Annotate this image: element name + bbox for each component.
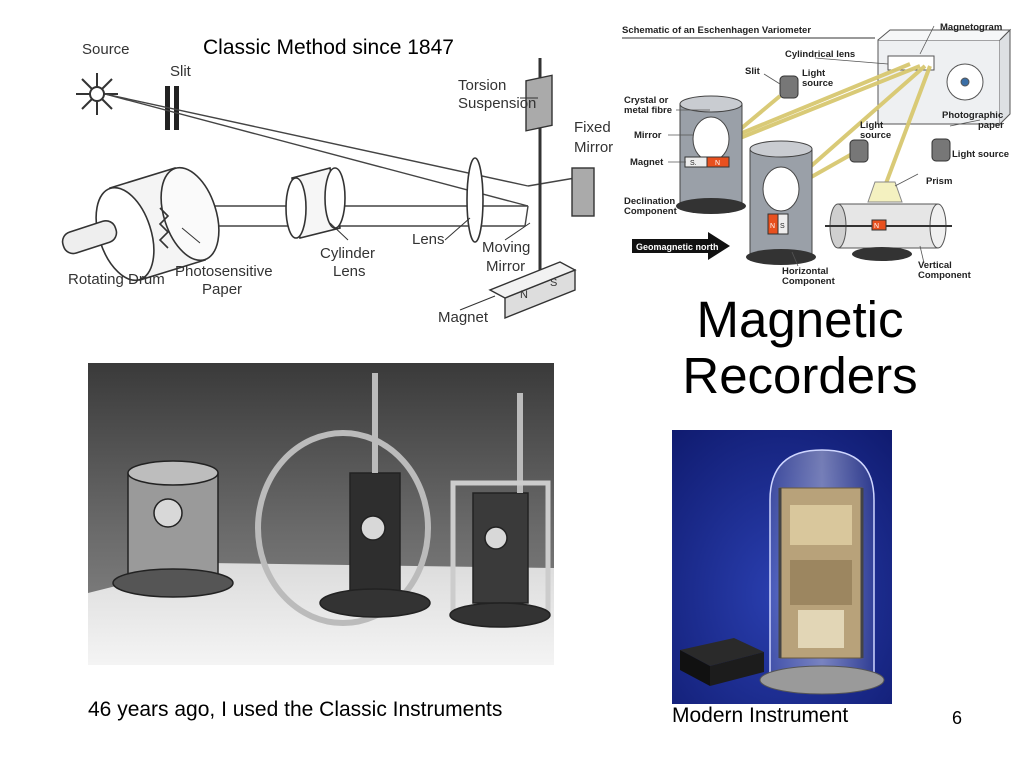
sensor-mechanism [778,487,864,659]
label-light-source-1b: source [802,78,833,89]
declination-magnet-s: S. [690,160,697,167]
geomagnetic-north-arrow: Geomagnetic north [632,232,730,260]
horizontal-magnet-n: N [770,223,775,230]
label-declination-1: Declination [624,196,675,207]
moving-mirror [525,74,553,132]
fixed-mirror [571,167,595,217]
label-cyl-2: Lens [333,263,366,280]
label-moving-2: Mirror [486,258,525,275]
cylinder-lens [285,167,346,239]
label-horizontal-2: Component [782,276,836,287]
label-drum: Rotating Drum [68,271,165,288]
label-declination-2: Component [624,206,678,217]
label-lens: Lens [412,231,445,248]
classic-instrument-2 [255,373,431,626]
label-horizontal-1: Horizontal [782,266,828,277]
electronics-box [680,638,764,686]
slide-title: Magnetic Recorders [650,292,950,404]
page-number: 6 [952,708,963,728]
label-fixed-2: Mirror [574,139,613,156]
label-magnet: Magnet [438,309,489,326]
label-photographic-1: Photographic [942,110,1003,121]
label-moving-1: Moving [482,239,530,256]
declination-component: S. N [676,95,746,214]
caption-classic-method: Classic Method since 1847 [203,36,454,59]
geo-north-label: Geomagnetic north [636,242,719,252]
horizontal-magnet-s: S [780,223,785,230]
rotating-drum [61,166,220,282]
magnet-letter-n: N [520,289,528,301]
modern-instrument-photo [672,430,892,704]
instrument-base [759,665,885,695]
label-torsion-1: Torsion [458,77,506,94]
caption-modern-instrument: Modern Instrument [672,704,849,727]
light-beams [104,93,576,227]
label-light-source-1a: Light [802,68,826,79]
label-crystal-2: metal fibre [624,105,672,116]
classic-recorder-diagram: N S Source Slit Torsion Suspension Fixed… [61,41,613,326]
slide-title-line-2: Recorders [682,347,918,404]
classic-instrument-3 [449,393,551,628]
label-paper-2: Paper [202,281,242,298]
vertical-magnet-n: N [874,223,879,230]
label-paper-1: Photosensitive [175,263,273,280]
classic-instrument-1 [112,460,234,598]
label-magnet: Magnet [630,157,664,168]
declination-magnet-n: N [715,160,720,167]
label-magnetogram: Magnetogram [940,22,1002,33]
label-light-source-2b: source [860,130,891,141]
label-light-source-2a: Light [860,120,884,131]
vertical-component: N [825,181,952,261]
slide-title-line-1: Magnetic [696,291,904,348]
label-torsion-2: Suspension [458,95,536,112]
label-cylindrical-lens: Cylindrical lens [785,49,855,60]
label-crystal-1: Crystal or [624,95,669,106]
lens-icon [466,157,484,243]
magnet-bar: N S [488,261,577,320]
label-cyl-1: Cylinder [320,245,375,262]
label-mirror: Mirror [634,130,662,141]
label-prism: Prism [926,176,952,187]
label-vertical-1: Vertical [918,260,952,271]
eschenhagen-schematic: Schematic of an Eschenhagen Variometer S… [620,14,1015,288]
label-vertical-2: Component [918,270,972,281]
label-fixed-1: Fixed [574,119,611,136]
magnet-letter-s: S [550,277,557,289]
label-source: Source [82,41,130,58]
caption-classic-instruments: 46 years ago, I used the Classic Instrum… [88,698,503,721]
label-slit: Slit [745,66,761,77]
classic-instruments-photo [88,363,554,665]
horizontal-component: N S [746,140,816,265]
label-photographic-2: paper [978,120,1004,131]
light-source-icon [76,73,118,115]
light-source-lamps [779,75,951,163]
label-slit: Slit [170,63,192,80]
schematic-title: Schematic of an Eschenhagen Variometer [622,25,811,36]
label-light-source-3: Light source [952,149,1009,160]
